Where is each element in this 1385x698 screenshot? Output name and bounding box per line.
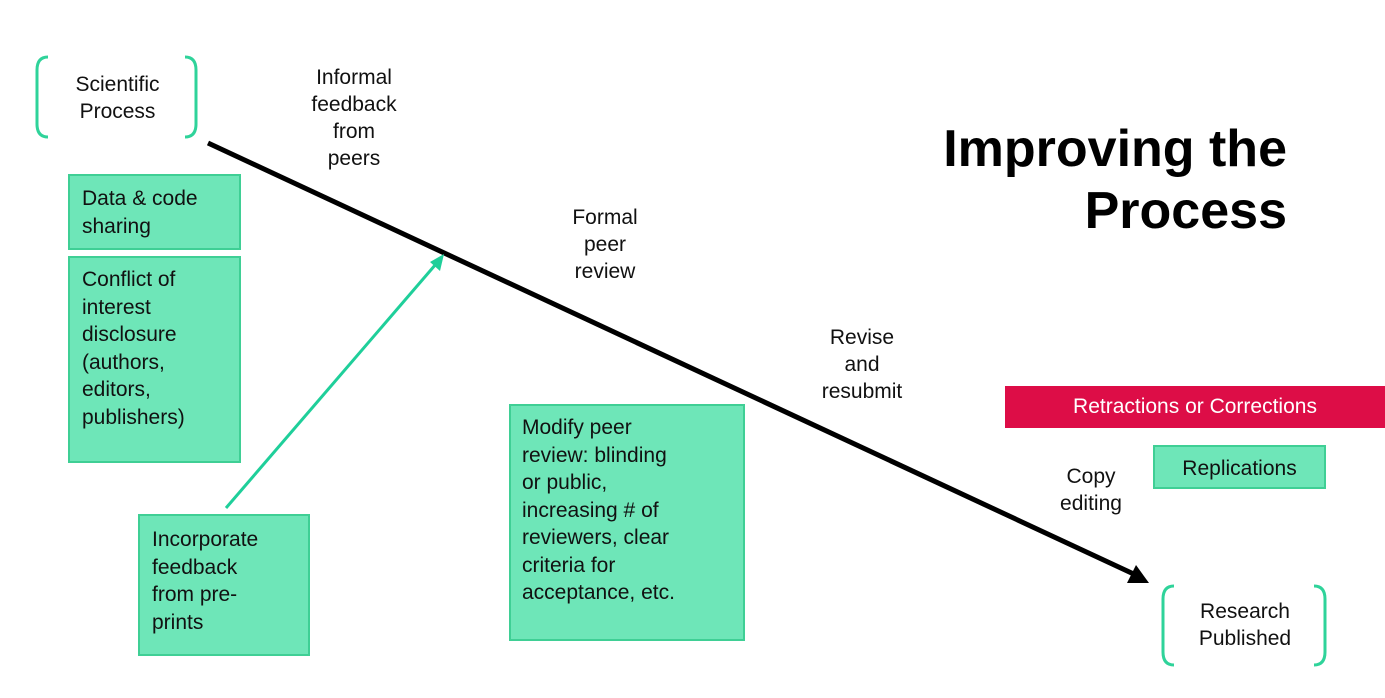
end-label: Research Published bbox=[1198, 600, 1292, 650]
process-arrowhead bbox=[1127, 565, 1149, 583]
preprints-arrow bbox=[224, 263, 438, 509]
end-bracket-left bbox=[1161, 584, 1175, 667]
stage-copy-editing: Copy editing bbox=[1060, 465, 1122, 515]
stage-formal-peer-review: Formal peer review bbox=[572, 206, 638, 283]
start-bracket-left bbox=[35, 55, 49, 139]
box-conflict-disclosure: Conflict of interest disclosure (authors… bbox=[68, 256, 241, 463]
page-title: Improving the Process bbox=[943, 120, 1287, 240]
preprints-arrowhead bbox=[430, 254, 444, 271]
box-data-code-sharing: Data & code sharing bbox=[68, 174, 241, 250]
box-modify-peer-review: Modify peer review: blinding or public, … bbox=[509, 404, 745, 641]
start-bracket-right bbox=[184, 55, 198, 139]
stage-informal-feedback: Informal feedback from peers bbox=[311, 66, 397, 170]
retractions-bar: Retractions or Corrections bbox=[1005, 386, 1385, 428]
box-replications: Replications bbox=[1153, 445, 1326, 489]
end-bracket-right bbox=[1313, 584, 1327, 667]
stage-revise-resubmit: Revise and resubmit bbox=[821, 326, 903, 403]
start-label: Scientific Process bbox=[75, 73, 160, 123]
process-arrow bbox=[206, 140, 1140, 579]
box-incorporate-preprints: Incorporate feedback from pre- prints bbox=[138, 514, 310, 656]
